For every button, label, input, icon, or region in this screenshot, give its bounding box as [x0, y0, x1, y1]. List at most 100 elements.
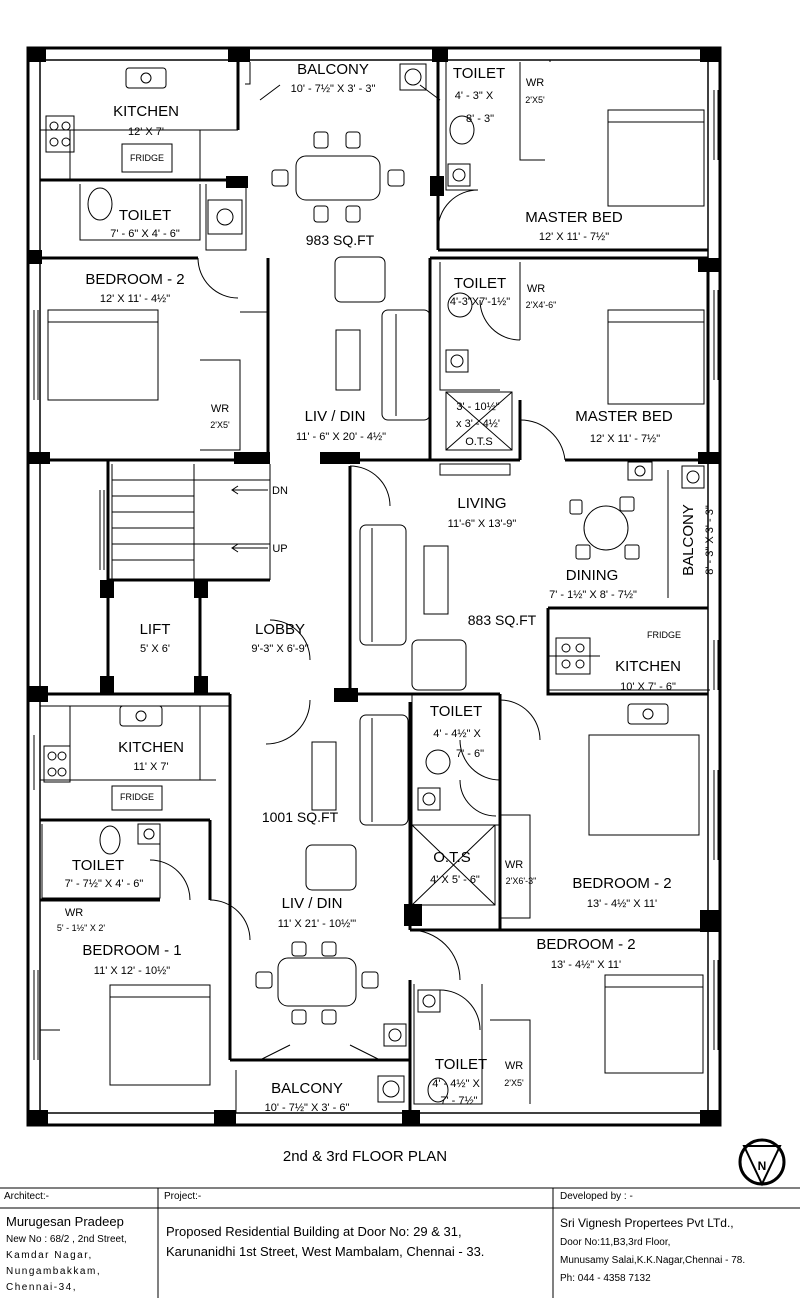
- toilet-br-wr-dims: 2'X5': [504, 1078, 524, 1088]
- bedroom2-r-wr-dims: 2'X6'-3": [506, 876, 537, 886]
- toilet-bl-wr: WR: [65, 907, 83, 919]
- ots-bottom-dims: 4' X 5' - 6": [430, 874, 480, 886]
- bedroom1-dims: 11' X 12' - 10½": [94, 965, 170, 977]
- area-b: 883 SQ.FT: [468, 612, 537, 628]
- toilet-c-name: TOILET: [430, 703, 482, 720]
- architect-address-4: Chennai-34,: [6, 1282, 77, 1293]
- plan-title: 2nd & 3rd FLOOR PLAN: [283, 1148, 447, 1165]
- toilet-c-dims2: 7' - 6": [456, 748, 484, 760]
- lift-dims: 5' X 6': [140, 643, 170, 655]
- architect-name: Murugesan Pradeep: [6, 1214, 124, 1229]
- balcony-bottom-dims: 10' - 7½" X 3' - 6": [265, 1102, 350, 1114]
- doors: [149, 84, 566, 1061]
- toilet-bl-name: TOILET: [72, 857, 124, 874]
- toilet-br-dims2: 7' - 7½": [440, 1095, 477, 1107]
- kitchen-bl-fridge: FRIDGE: [120, 792, 154, 802]
- toilet-tr-wr-dims: 2'X5': [525, 95, 545, 105]
- ots-top-dims2: x 3' - 4½': [456, 418, 500, 430]
- master-bed-1-dims: 12' X 11' - 7½": [539, 231, 609, 243]
- ots-bottom-name: O.T.S: [433, 849, 471, 866]
- bedroom2-tl-dims: 12' X 11' - 4½": [100, 293, 170, 305]
- dining-b-dims: 7' - 1½" X 8' - 7½": [549, 589, 637, 601]
- master-bed-2-dims: 12' X 11' - 7½": [590, 433, 660, 445]
- project-label: Project:-: [164, 1191, 202, 1202]
- toilet-mr-wr-dims: 2'X4'-6": [526, 300, 557, 310]
- toilet-tr-name: TOILET: [453, 65, 505, 82]
- bedroom2-r-dims: 13' - 4½" X 11': [587, 898, 657, 910]
- lobby-dims: 9'-3" X 6'-9": [251, 643, 308, 655]
- bedroom2-tl-name: BEDROOM - 2: [85, 271, 184, 288]
- developer-phone: Ph: 044 - 4358 7132: [560, 1273, 651, 1284]
- architect-address-1: New No : 68/2 , 2nd Street,: [6, 1234, 127, 1245]
- living-b-name: LIVING: [457, 495, 506, 512]
- toilet-c-dims1: 4' - 4½" X: [433, 728, 481, 740]
- lobby-name: LOBBY: [255, 621, 305, 638]
- fixture-lines: [40, 60, 710, 1114]
- toilet-tl-dims: 7' - 6" X 4' - 6": [110, 228, 180, 240]
- stairs-dn: DN: [272, 485, 288, 497]
- balcony-top-name: BALCONY: [297, 61, 369, 78]
- balcony-right-name: BALCONY: [680, 504, 697, 576]
- master-bed-2-name: MASTER BED: [575, 408, 673, 425]
- windows: [33, 90, 719, 1060]
- liv-din-c-name: LIV / DIN: [282, 895, 343, 912]
- title-block-lines: [0, 1187, 800, 1298]
- ots-top-dims1: 3' - 10½": [456, 401, 499, 413]
- room-labels: BALCONY 10' - 7½" X 3' - 3" KITCHEN 12' …: [57, 61, 716, 1165]
- bedroom2-r-wr: WR: [505, 859, 523, 871]
- bedroom2-tl-wr-dims: 2'X5': [210, 420, 230, 430]
- project-line-2: Karunanidhi 1st Street, West Mambalam, C…: [166, 1244, 485, 1259]
- kitchen-r-name: KITCHEN: [615, 658, 681, 675]
- ots-top-name: O.T.S: [465, 436, 493, 448]
- master-bed-1-name: MASTER BED: [525, 209, 623, 226]
- kitchen-r-dims: 10' X 7' - 6": [620, 681, 676, 693]
- toilet-mr-name: TOILET: [454, 275, 506, 292]
- north-letter: N: [758, 1159, 767, 1173]
- kitchen-bl-name: KITCHEN: [118, 739, 184, 756]
- developer-name: Sri Vignesh Propertees Pvt LTd.,: [560, 1216, 734, 1230]
- bedroom2-r-name: BEDROOM - 2: [572, 875, 671, 892]
- area-a: 983 SQ.FT: [306, 232, 375, 248]
- toilet-mr-wr: WR: [527, 283, 545, 295]
- developer-address-2: Munusamy Salai,K.K.Nagar,Chennai - 78.: [560, 1255, 746, 1266]
- lift-name: LIFT: [140, 621, 171, 638]
- toilet-br-name: TOILET: [435, 1056, 487, 1073]
- kitchen-r-fridge: FRIDGE: [647, 630, 681, 640]
- liv-din-c-dims: 11' X 21' - 10½"': [278, 918, 357, 930]
- architect-address-2: Kamdar Nagar,: [6, 1250, 93, 1261]
- stairs-up: UP: [272, 543, 287, 555]
- toilet-tr-wr: WR: [526, 77, 544, 89]
- bedroom2-br-name: BEDROOM - 2: [536, 936, 635, 953]
- living-b-dims: 11'-6" X 13'-9": [448, 518, 517, 530]
- area-c: 1001 SQ.FT: [262, 809, 339, 825]
- architect-label: Architect:-: [4, 1191, 50, 1202]
- liv-din-a-name: LIV / DIN: [305, 408, 366, 425]
- balcony-right-dims: 8' - 3" X 3' - 3": [704, 505, 716, 575]
- kitchen-tl-name: KITCHEN: [113, 103, 179, 120]
- balcony-top-dims: 10' - 7½" X 3' - 3": [291, 83, 376, 95]
- toilet-bl-dims: 7' - 7½" X 4' - 6": [65, 878, 144, 890]
- toilet-br-dims1: 4' - 4½" X: [432, 1078, 480, 1090]
- toilet-tr-dims2: 8' - 3": [466, 113, 494, 125]
- bedroom2-tl-wr: WR: [211, 403, 229, 415]
- toilet-tr-dims1: 4' - 3" X: [455, 90, 494, 102]
- project-line-1: Proposed Residential Building at Door No…: [166, 1224, 462, 1239]
- balcony-bottom-name: BALCONY: [271, 1080, 343, 1097]
- bedroom2-br-dims: 13' - 4½" X 11': [551, 959, 621, 971]
- kitchen-bl-dims: 11' X 7': [133, 761, 168, 773]
- kitchen-tl-fridge: FRIDGE: [130, 153, 164, 163]
- dining-b-name: DINING: [566, 567, 619, 584]
- toilet-br-wr: WR: [505, 1060, 523, 1072]
- stair-arrows: [231, 485, 268, 553]
- architect-address-3: Nungambakkam,: [6, 1266, 102, 1277]
- kitchen-tl-dims: 12' X 7': [128, 126, 164, 138]
- bedroom1-name: BEDROOM - 1: [82, 942, 181, 959]
- toilet-bl-wr-dims: 5' - 1½" X 2': [57, 923, 105, 933]
- north-symbol: N: [738, 1138, 786, 1187]
- toilet-mr-dims: 4'-3"X7'-1½": [450, 296, 510, 308]
- developer-address-1: Door No:11,B3,3rd Floor,: [560, 1237, 671, 1248]
- toilet-tl-name: TOILET: [119, 207, 171, 224]
- developer-label: Developed by : -: [560, 1191, 633, 1202]
- furniture: [43, 63, 705, 1103]
